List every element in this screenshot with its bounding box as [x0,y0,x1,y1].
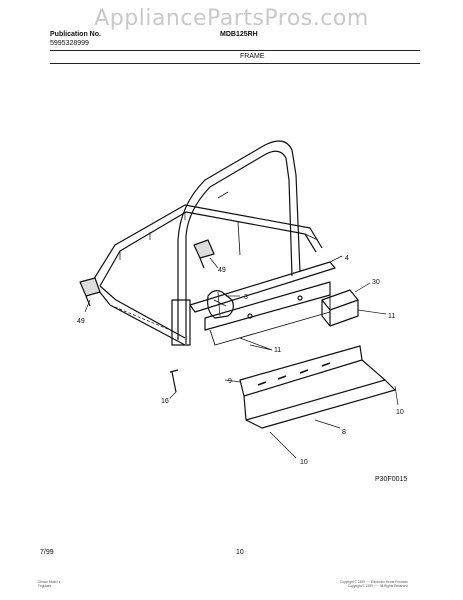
callout-10-bottom: 10 [300,459,308,466]
callout-4: 4 [345,255,349,262]
footer-small-right: Copyright © 1999 ···· Electrolux Home Pr… [340,580,408,588]
publication-number: 5995328999 [50,40,89,47]
base-frame [91,204,323,346]
leveling-leg-right [193,239,215,269]
spacer-block [321,289,359,327]
rear-upright [217,191,319,256]
callout-49-left: 49 [77,318,85,325]
header-rule [50,50,420,51]
front-upright [171,140,301,346]
figure-code: P30F0015 [375,476,408,483]
callout-8: 8 [342,429,346,436]
callout-10-right: 10 [396,409,404,416]
footer-page-number: 10 [236,549,244,556]
toe-kick-panel [239,345,396,429]
publication-label: Publication No. [50,31,101,38]
callout-3: 3 [244,294,248,301]
callout-30: 30 [372,279,380,286]
screw [169,369,179,393]
callout-9: 9 [228,378,232,385]
callout-49-right: 49 [218,267,226,274]
model-number: MDB125RH [220,31,258,38]
footer-date: 7/99 [40,549,54,556]
footer-small-left: Gibson Model ♦ Frigidaire [38,580,61,588]
section-title: FRAME [240,53,265,60]
callout-16: 16 [161,398,169,405]
section-rule [50,63,420,64]
leader-lines [84,255,399,459]
leveling-leg-left [79,277,101,307]
callout-labels: 4 3 49 49 30 11 11 9 10 16 8 10 [77,255,404,466]
front-bracket [189,261,336,346]
callout-11-right: 11 [388,313,395,320]
watermark: AppliancePartsPros.com [94,6,369,31]
pump-assembly [207,290,234,319]
callout-11-left: 11 [274,347,281,354]
